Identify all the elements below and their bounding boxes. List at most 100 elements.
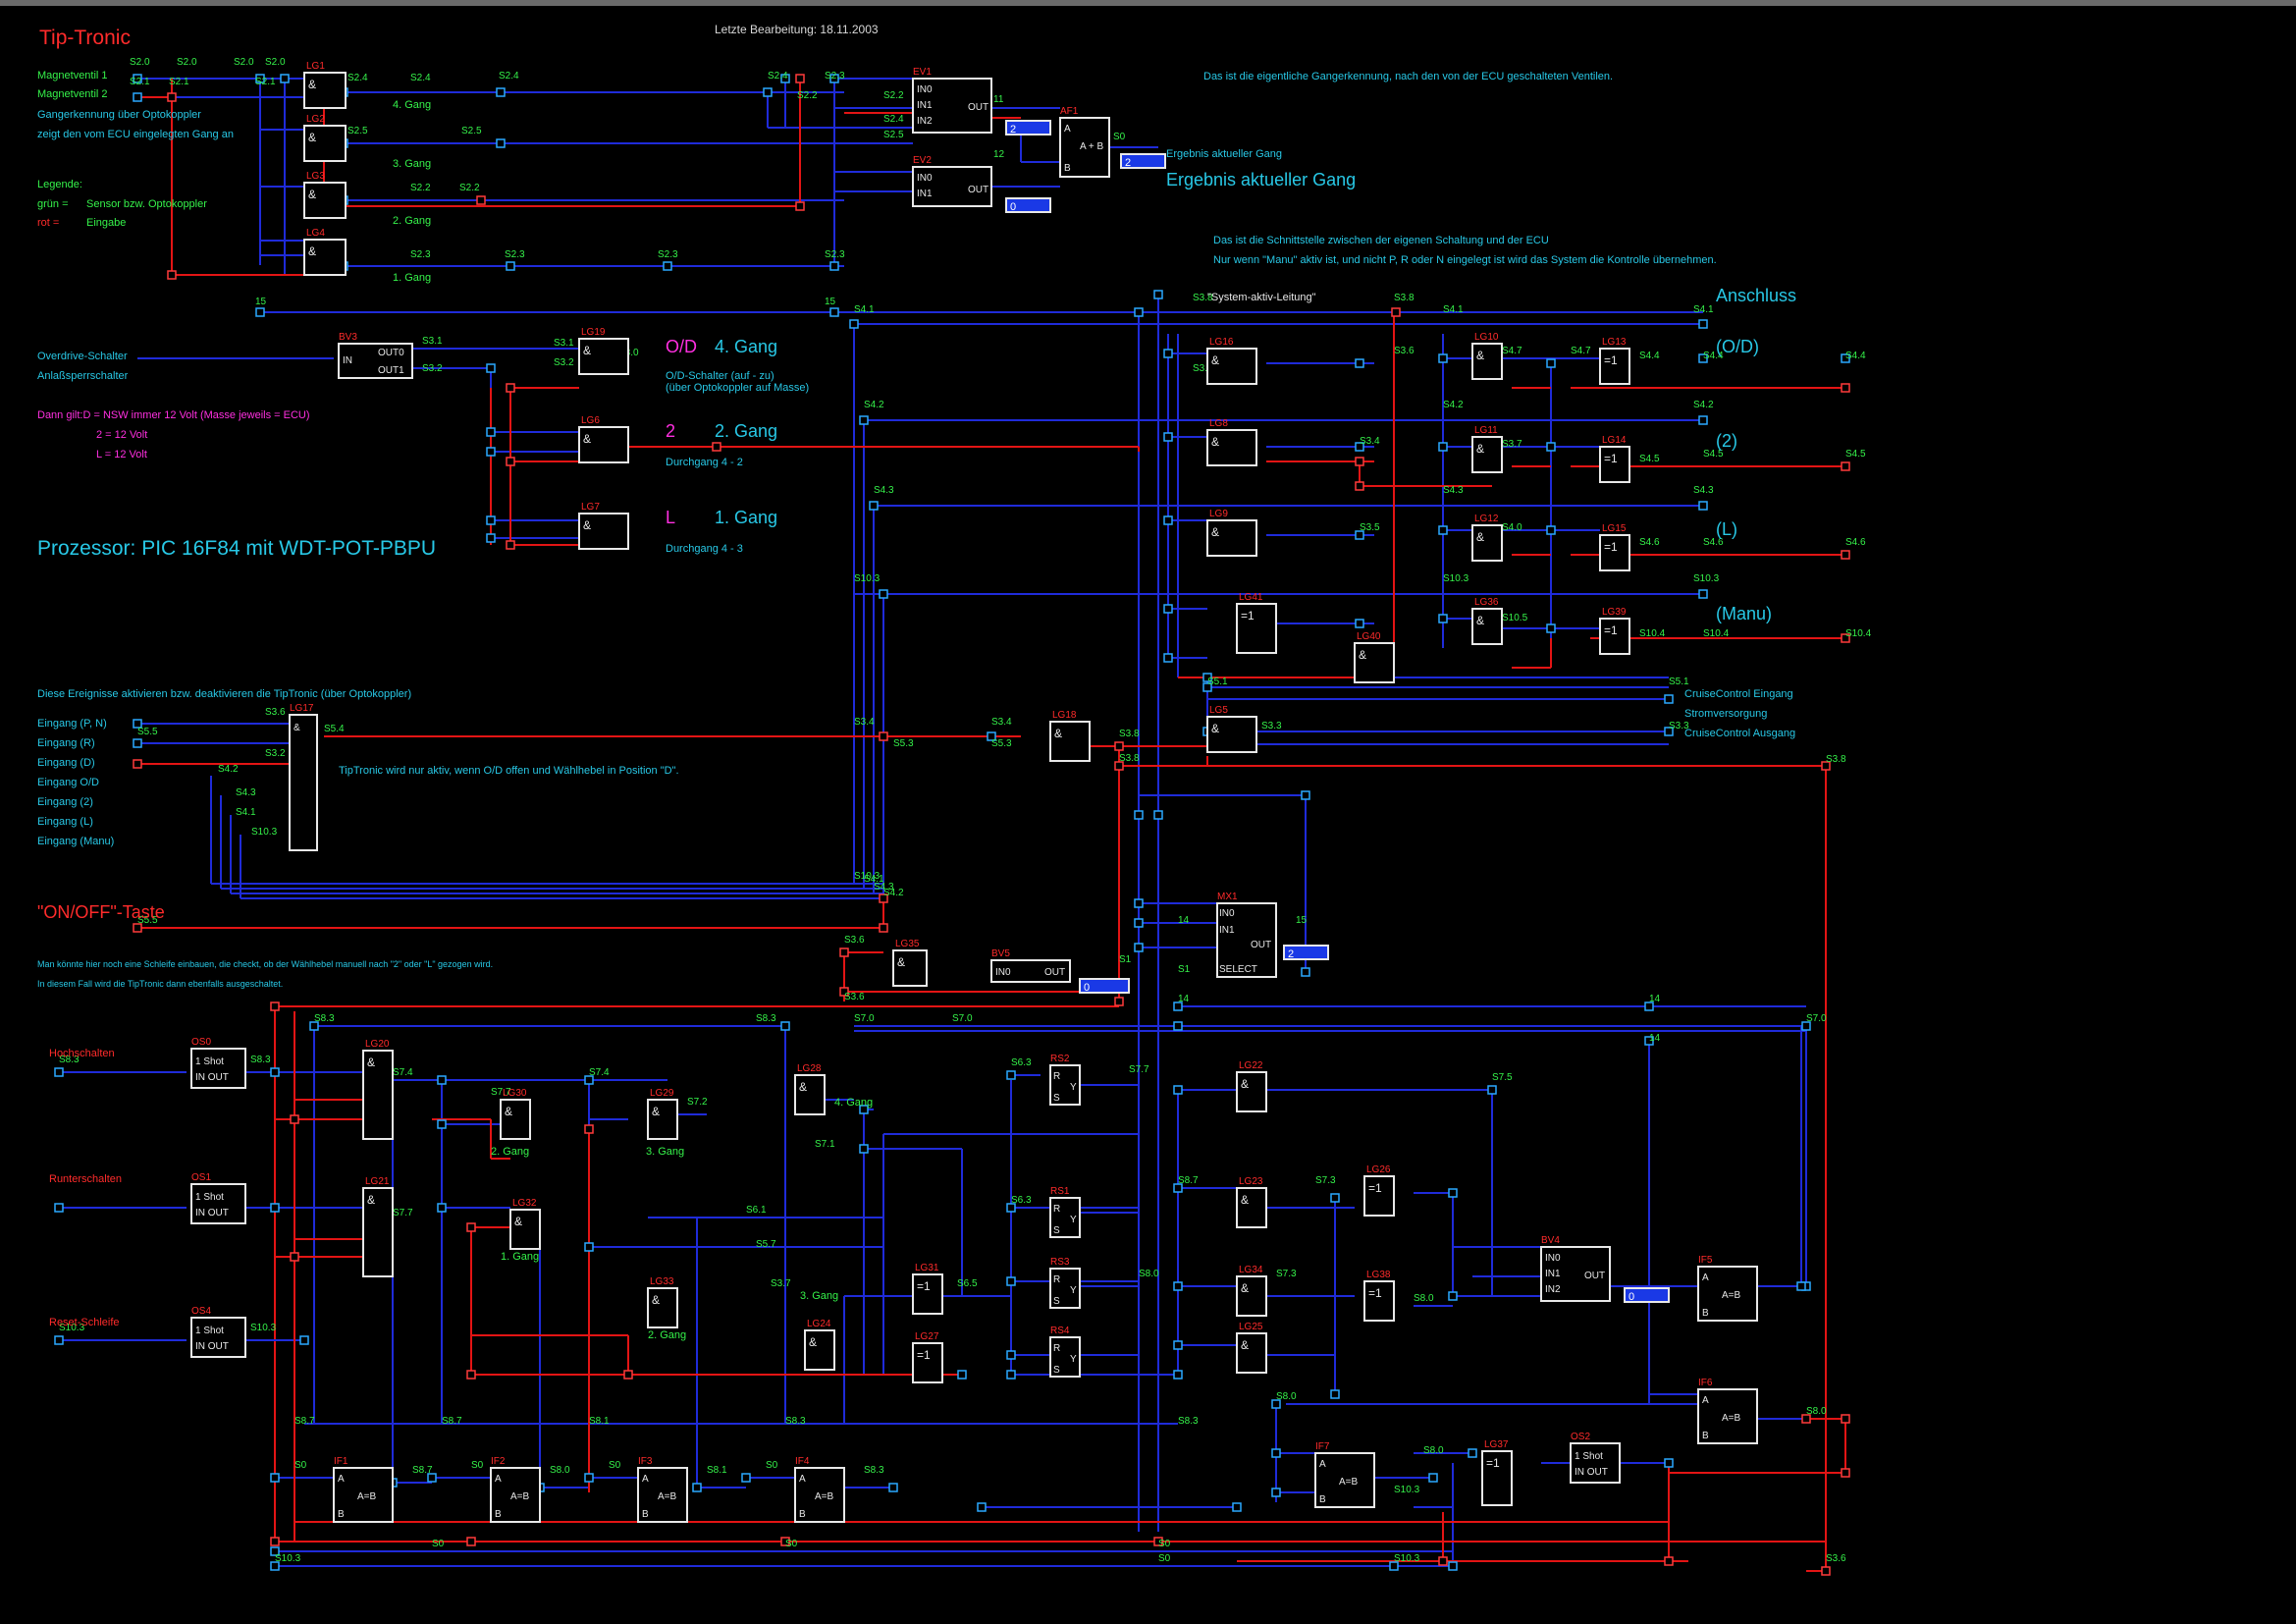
display-value-ad1: 2	[1010, 124, 1016, 135]
signal-label-101: 14	[1649, 1033, 1661, 1044]
signal-label-15: S2.3	[505, 249, 525, 260]
gates-layer: &LG1&LG2&LG3&LG4&LG19&LG6&LG7&LG16&LG8&L…	[190, 61, 1758, 1523]
node-145	[270, 1473, 280, 1483]
signal-label-38: S3.8	[1394, 293, 1415, 303]
gate-lg9: &LG9	[1206, 509, 1257, 557]
gate-lg6: &LG6	[578, 415, 629, 463]
gate-label-lg22: LG22	[1239, 1060, 1263, 1071]
signal-label-96: S1	[1178, 964, 1191, 975]
node-53	[1163, 604, 1173, 614]
node-125	[1173, 1085, 1183, 1095]
node-15	[780, 74, 790, 83]
block-text-af1-1: A + B	[1080, 141, 1104, 152]
signal-label-18: S2.4	[768, 71, 788, 81]
signal-label-66: S10.4	[1639, 628, 1666, 639]
gate-label-lg1: LG1	[306, 61, 325, 72]
display-ad1: 2	[1005, 120, 1051, 135]
node-6	[496, 138, 506, 148]
gate-lg11: &LG11	[1471, 425, 1503, 473]
block-text-os1-0: 1 Shot	[195, 1192, 224, 1203]
node-162	[1448, 1561, 1458, 1571]
signal-label-82: S3.8	[1119, 729, 1140, 739]
note-system-active: "System-aktiv-Leitung"	[1207, 292, 1316, 303]
legend-green-value: Sensor bzw. Optokoppler	[86, 198, 207, 210]
gate-label-lg8: LG8	[1209, 418, 1228, 429]
signal-label-64: S10.3	[1693, 573, 1720, 584]
signal-label-158: S10.3	[1394, 1485, 1420, 1495]
node-154	[466, 1537, 476, 1546]
gate-box-lg19	[578, 338, 629, 375]
block-text-rs2-1: S	[1053, 1093, 1060, 1104]
input-two: Eingang (2)	[37, 796, 93, 808]
signal-label-39: S3.6	[1193, 363, 1213, 374]
node-55	[1202, 673, 1212, 682]
block-box-if4	[794, 1467, 845, 1523]
node-82	[1821, 1566, 1831, 1576]
gate-box-lg18	[1049, 721, 1091, 762]
node-164	[1232, 1502, 1242, 1512]
block-text-bv3-2: OUT1	[378, 365, 404, 376]
gate-label-lg26: LG26	[1366, 1164, 1391, 1175]
block-label-rs4: RS4	[1050, 1326, 1070, 1336]
gate-label-lg2: LG2	[306, 114, 325, 125]
block-box-os1	[190, 1183, 246, 1224]
node-130	[1487, 1085, 1497, 1095]
gate-label-lg7: LG7	[581, 502, 600, 513]
block-text-bv4-3: OUT	[1584, 1271, 1605, 1281]
node-158	[1664, 1556, 1674, 1566]
signal-label-50: S3.7	[1502, 439, 1522, 450]
block-label-rs1: RS1	[1050, 1186, 1070, 1197]
block-text-ev2-1: IN1	[917, 189, 933, 199]
node-90	[1153, 810, 1163, 820]
gate-box-lg27	[912, 1342, 943, 1383]
node-43	[506, 457, 515, 466]
gate-lg7: &LG7	[578, 502, 629, 550]
block-label-mx1: MX1	[1217, 892, 1238, 902]
node-83	[133, 923, 142, 933]
note-od-switch-1: O/D-Schalter (auf - zu)	[666, 370, 774, 382]
block-text-bv4-1: IN1	[1545, 1269, 1561, 1279]
block-text-mx1-2: OUT	[1251, 940, 1271, 950]
node-51	[1163, 432, 1173, 442]
node-94	[1134, 918, 1144, 928]
block-text-rs2-0: R	[1053, 1071, 1060, 1082]
legend-title: Legende:	[37, 179, 82, 190]
gate-label-lg34: LG34	[1239, 1265, 1263, 1275]
node-109	[290, 1114, 299, 1124]
node-79	[1114, 741, 1124, 751]
output-l: (L)	[1716, 519, 1737, 539]
gate-box-lg31	[912, 1273, 943, 1315]
signal-label-155: S10.3	[275, 1553, 301, 1564]
signal-label-146: S0	[766, 1460, 778, 1471]
gate-lg10: &LG10	[1471, 332, 1503, 380]
lower-gear1: 1. Gang	[501, 1251, 540, 1263]
block-label-if7: IF7	[1315, 1441, 1330, 1452]
input-od: Eingang O/D	[37, 777, 99, 788]
node-41	[486, 533, 496, 543]
node-23	[829, 307, 839, 317]
gate-label-lg12: LG12	[1474, 514, 1499, 524]
gate-box-lg25	[1236, 1332, 1267, 1374]
block-text-if5-2: B	[1702, 1308, 1709, 1319]
signal-label-49: S3.4	[1360, 436, 1380, 447]
signal-label-71: S3.3	[1261, 721, 1282, 731]
signal-label-45: S4.4	[1845, 351, 1866, 361]
node-38	[486, 427, 496, 437]
node-1	[133, 92, 142, 102]
node-62	[1355, 481, 1364, 491]
node-138	[1271, 1488, 1281, 1497]
block-box-bv4	[1540, 1246, 1611, 1302]
node-65	[1438, 442, 1448, 452]
legend-red-key: rot =	[37, 217, 60, 229]
gate-label-lg37: LG37	[1484, 1439, 1509, 1450]
gate-box-lg34	[1236, 1275, 1267, 1317]
label-starter-lock: Anlaßsperrschalter	[37, 370, 129, 382]
signal-label-133: S8.0	[1139, 1269, 1159, 1279]
signal-label-130: S5.7	[756, 1239, 776, 1250]
block-text-bv3-0: IN	[343, 355, 352, 366]
signal-label-140: S8.3	[1178, 1416, 1199, 1427]
